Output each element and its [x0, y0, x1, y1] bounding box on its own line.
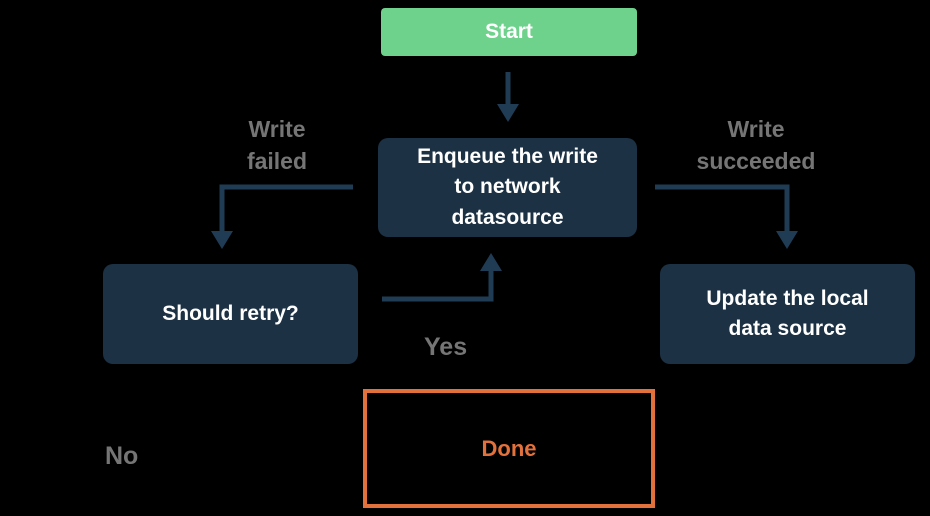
- node-enqueue-write: Enqueue the write to network datasource: [378, 138, 637, 237]
- arrowhead-up-icon: [480, 253, 502, 271]
- node-start: Start: [381, 8, 637, 56]
- node-update-local: Update the local data source: [660, 264, 915, 364]
- arrowhead-down-icon: [776, 231, 798, 249]
- edge-label-write-failed: Write failed: [246, 116, 308, 175]
- node-update-local-label: Update the local data source: [706, 286, 869, 340]
- connector-enqueue-to-should-retry: [211, 184, 353, 249]
- connector-should-retry-to-enqueue: [382, 253, 502, 302]
- edge-label-write-succeeded: Write succeeded: [696, 116, 816, 175]
- node-start-label: Start: [485, 20, 533, 43]
- arrowhead-down-icon: [497, 104, 519, 122]
- node-enqueue-write-label: Enqueue the write to network datasource: [417, 144, 598, 229]
- connector-start-to-enqueue: [497, 72, 519, 122]
- node-done: Done: [363, 389, 655, 508]
- edge-label-no: No: [105, 442, 139, 470]
- node-done-label: Done: [481, 435, 537, 461]
- node-should-retry: Should retry?: [103, 264, 358, 364]
- arrowhead-down-icon: [211, 231, 233, 249]
- node-should-retry-label: Should retry?: [162, 301, 299, 325]
- edge-label-yes: Yes: [424, 333, 468, 361]
- connector-enqueue-to-update-local: [655, 184, 798, 249]
